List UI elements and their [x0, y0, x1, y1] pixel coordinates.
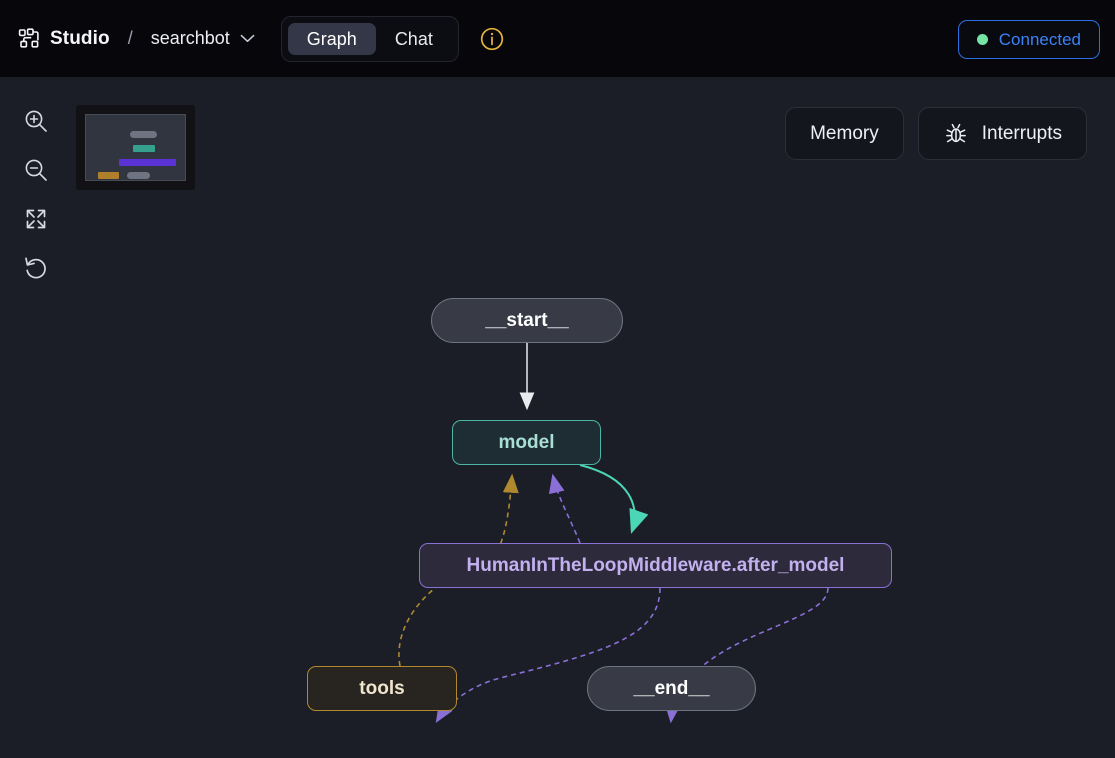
zoom-out-icon — [25, 159, 47, 181]
memory-button[interactable]: Memory — [785, 107, 904, 160]
interrupts-button[interactable]: Interrupts — [917, 107, 1087, 160]
edge-middleware-to-model — [548, 473, 581, 544]
connection-status-label: Connected — [998, 29, 1081, 49]
reset-icon — [25, 257, 46, 279]
reset-view-button[interactable] — [21, 253, 51, 283]
zoom-in-button[interactable] — [21, 106, 51, 136]
info-circle-icon[interactable] — [479, 26, 505, 52]
graph-node-start[interactable]: __start__ — [431, 298, 623, 343]
brand-label: Studio — [50, 27, 110, 49]
graph-canvas[interactable]: Memory Interrupts — [0, 78, 1115, 758]
minimap-viewport[interactable] — [85, 114, 186, 181]
canvas-controls — [21, 106, 51, 283]
graph-nodes-icon — [18, 27, 39, 48]
graph-node-model[interactable]: model — [452, 420, 601, 465]
memory-button-label: Memory — [810, 122, 879, 144]
canvas-action-buttons: Memory Interrupts — [785, 107, 1087, 160]
graph-node-tools-label: tools — [359, 677, 405, 699]
graph-node-end-label: __end__ — [633, 677, 710, 699]
fit-view-button[interactable] — [21, 204, 51, 234]
minimap-node-middleware — [119, 159, 176, 166]
connection-status-dot — [976, 34, 988, 45]
breadcrumb-separator: / — [127, 28, 133, 48]
interrupts-button-label: Interrupts — [981, 122, 1062, 144]
tab-chat[interactable]: Chat — [376, 23, 452, 55]
minimap-node-start — [130, 131, 157, 138]
edge-model-to-middleware — [579, 464, 649, 534]
chevron-down-icon — [240, 34, 255, 43]
graph-node-start-label: __start__ — [485, 309, 569, 331]
tab-graph[interactable]: Graph — [287, 22, 376, 55]
graph-node-middleware[interactable]: HumanInTheLoopMiddleware.after_model — [419, 543, 892, 588]
connection-status-badge[interactable]: Connected — [957, 20, 1100, 59]
graph-node-tools[interactable]: tools — [307, 666, 457, 711]
fit-view-icon — [26, 209, 46, 229]
brand-home-link[interactable]: Studio — [16, 24, 112, 54]
minimap-node-tools — [98, 172, 119, 179]
minimap[interactable] — [76, 105, 195, 190]
graph-node-middleware-label: HumanInTheLoopMiddleware.after_model — [466, 554, 845, 576]
project-selector[interactable]: searchbot — [147, 24, 259, 53]
graph-node-end[interactable]: __end__ — [587, 666, 756, 711]
zoom-out-button[interactable] — [21, 155, 51, 185]
minimap-node-model — [133, 145, 155, 152]
bug-icon — [945, 123, 966, 142]
project-name: searchbot — [150, 28, 230, 48]
top-bar: Studio / searchbot Graph Chat Connected — [0, 0, 1115, 78]
view-tab-group: Graph Chat — [280, 15, 459, 62]
zoom-in-icon — [25, 110, 47, 132]
graph-node-model-label: model — [498, 431, 555, 453]
minimap-node-end — [127, 172, 150, 179]
